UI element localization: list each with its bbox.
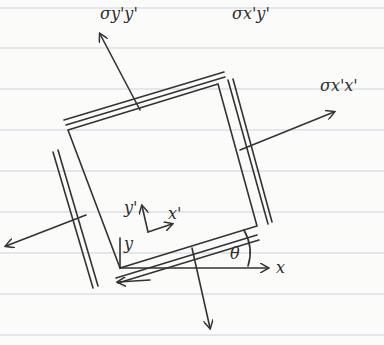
axis-label: y'	[124, 200, 137, 216]
shear-arrow	[118, 280, 150, 282]
shear-line	[228, 79, 272, 224]
shear-line	[116, 235, 259, 283]
ruled-lines	[0, 8, 384, 335]
normal-stress-arrow	[100, 34, 140, 110]
axis-label: x	[276, 260, 285, 276]
stress-label: σx'y'	[232, 6, 270, 22]
normal-stress-arrow	[240, 112, 334, 150]
shear-line	[64, 72, 225, 125]
axis-line	[119, 238, 121, 268]
axis-label: y	[124, 236, 133, 252]
axis-arrow	[148, 224, 172, 232]
normal-stress-arrow	[6, 215, 86, 246]
stress-label: σy'y'	[100, 6, 138, 22]
axis-arrow	[142, 206, 148, 232]
angle-arc	[244, 230, 250, 266]
stress-label: σx'x'	[320, 78, 358, 94]
angle-label: θ	[230, 246, 240, 262]
axis-label: x'	[168, 206, 181, 222]
axis-line	[120, 267, 268, 269]
stress-element	[68, 84, 257, 268]
normal-stress-arrow	[192, 248, 210, 328]
